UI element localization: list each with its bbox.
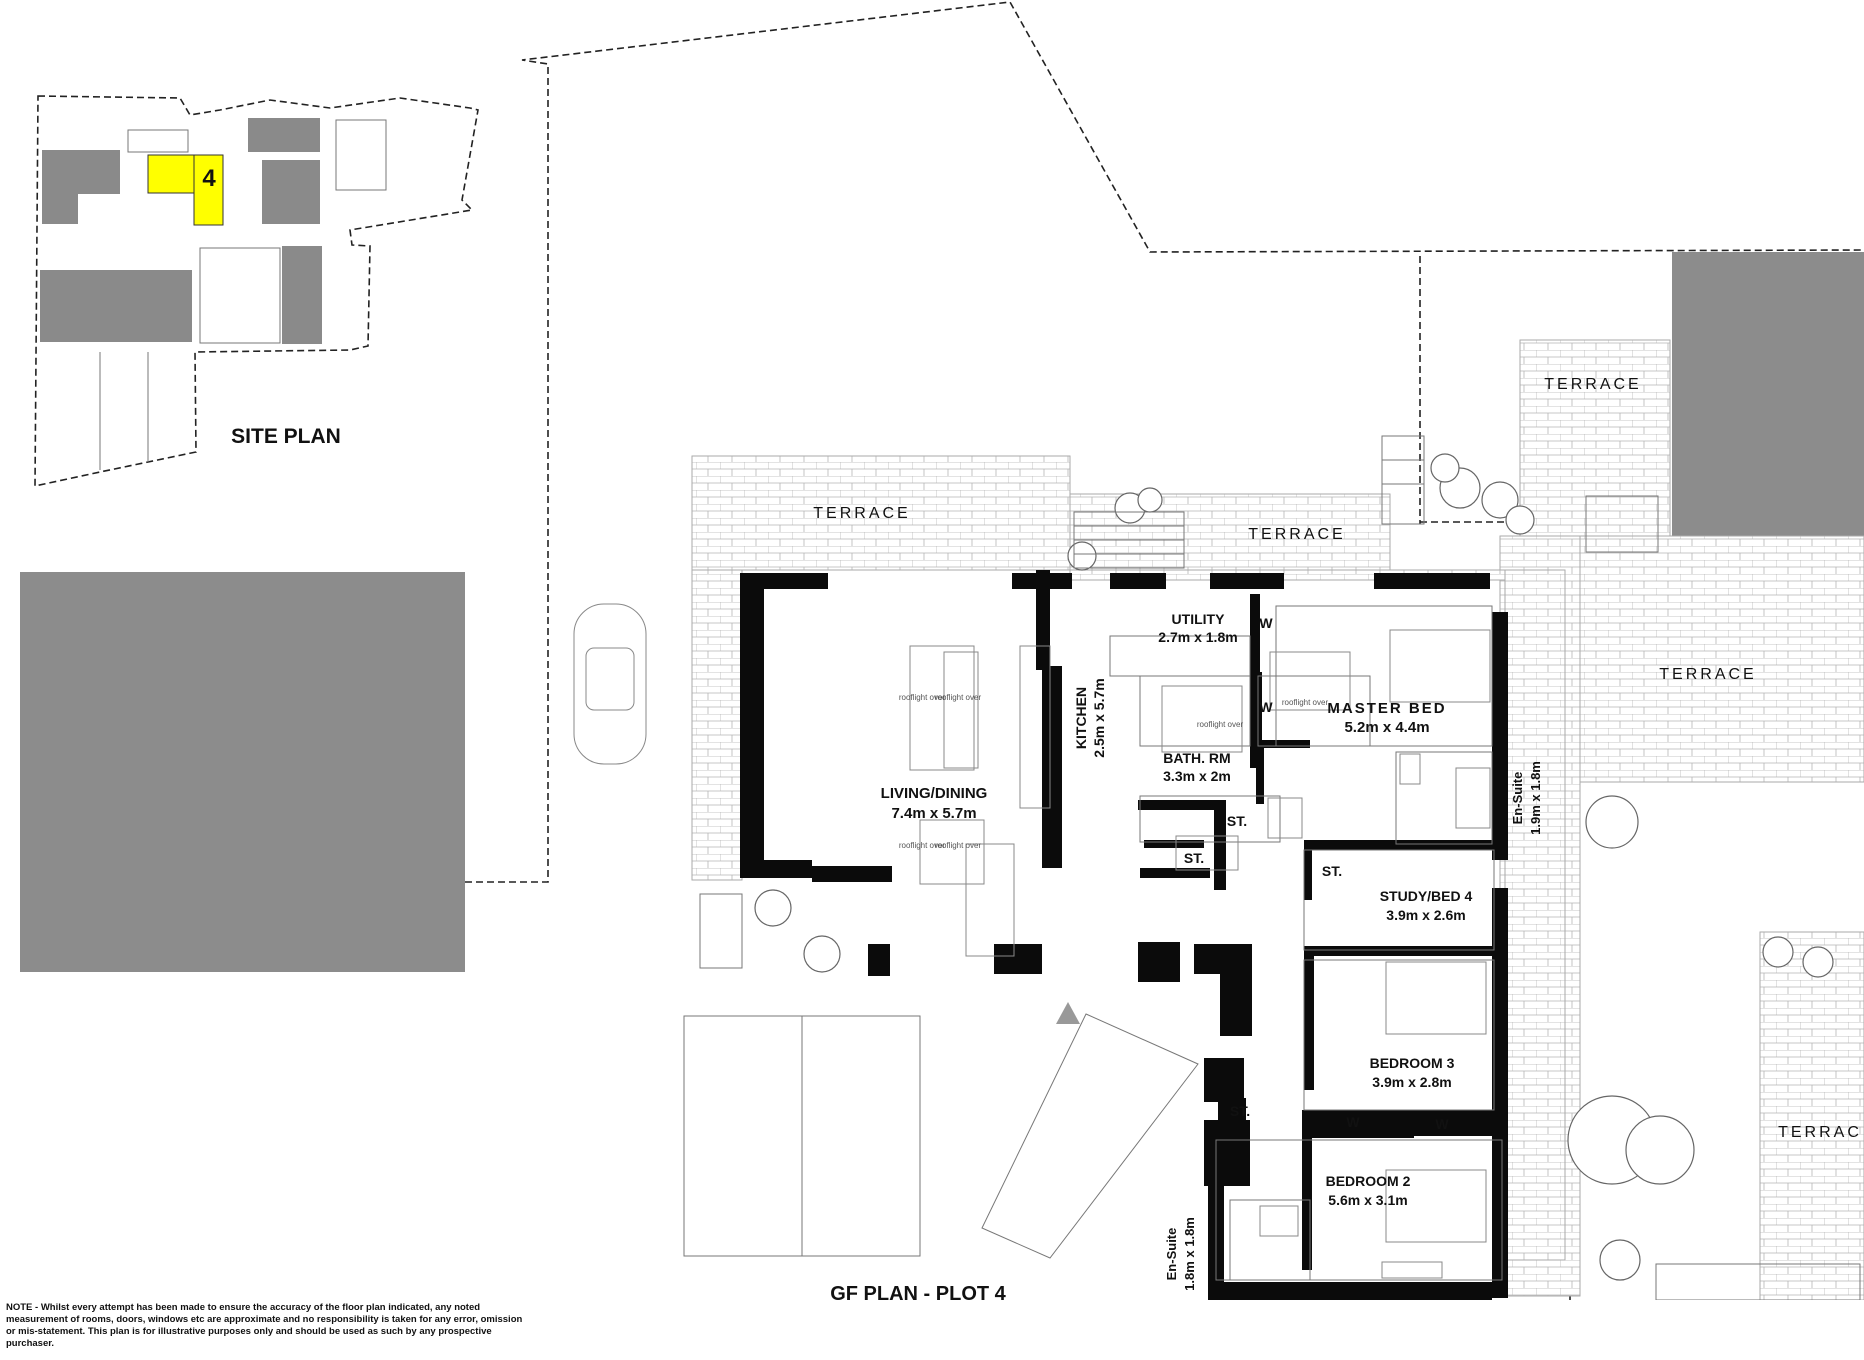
wardrobe-label: W [1259,615,1273,631]
storage-label: ST. [1322,863,1342,879]
room-size-bedroom2: 5.6m x 3.1m [1328,1192,1407,1208]
terrace-label: TERRACE [813,505,910,522]
neighbour-building [1672,252,1864,568]
site-building [42,150,120,194]
entrance-marker-icon [1056,1002,1080,1024]
furniture [909,629,1491,1279]
site-building [282,246,322,344]
plot-4-highlight [193,154,224,226]
steps [699,435,1861,1300]
site-building [42,190,78,224]
room-size-kitchen: 2.5m x 5.7m [1091,678,1107,757]
room-name-bedroom3: BEDROOM 3 [1370,1055,1455,1071]
wardrobe-label: W [1259,699,1273,715]
room-size-bedroom3: 3.9m x 2.8m [1372,1074,1451,1090]
room-name-en-suite-bed2: En-Suite [1164,1228,1179,1281]
room-size-utility: 2.7m x 1.8m [1158,629,1237,645]
room-name-utility: UTILITY [1172,611,1226,627]
room-size-living-dining: 7.4m x 5.7m [891,805,976,822]
site-building [262,160,320,224]
room-name-en-suite-master: En-Suite [1510,772,1525,825]
room-name-bathroom: BATH. RM [1163,750,1230,766]
storage-label: ST. [1227,813,1247,829]
site-building [248,118,320,152]
plot-marker: 4 [202,165,216,192]
wardrobe-label: W [1435,1116,1449,1132]
path [981,1013,1199,1259]
wardrobe-label: W [1346,1114,1360,1130]
terrace-label: TERRACE [1544,376,1641,393]
plot-boundary [465,1,1864,883]
rooflight-label: rooflight over [935,693,982,702]
room-size-en-suite-master: 1.9m x 1.8m [1528,761,1543,835]
terrace-paving [691,455,1071,571]
room-size-study-bed4: 3.9m x 2.6m [1386,907,1465,923]
room-size-en-suite-bed2: 1.8m x 1.8m [1182,1217,1197,1291]
room-size-bathroom: 3.3m x 2m [1163,768,1231,784]
rooflight-label: rooflight over [1282,698,1329,707]
site-plan [34,95,479,487]
site-building [40,270,192,342]
terrace-label: TERRAC [1778,1124,1862,1141]
floor-plan-drawing: 4 SITE PLAN [20,1,1864,1300]
terrace-label: TERRACE [1659,666,1756,683]
storage-label: ST. [1230,1103,1250,1119]
plan-title: GF PLAN - PLOT 4 [830,1283,1006,1300]
walls [740,570,1508,1300]
trees [754,453,1834,1281]
room-name-kitchen: KITCHEN [1073,687,1089,749]
room-size-master-bed: 5.2m x 4.4m [1344,719,1429,736]
storage-label: ST. [1184,850,1204,866]
neighbour-building [20,572,465,972]
terrace-label: TERRACE [1248,526,1345,543]
car-outline [573,603,647,765]
disclaimer-note: NOTE - Whilst every attempt has been mad… [6,1302,523,1349]
room-name-study-bed4: STUDY/BED 4 [1380,888,1473,904]
interior-partitions [1109,605,1503,1281]
rooflight-label: rooflight over [935,841,982,850]
rooflight-label: rooflight over [899,841,946,850]
room-name-bedroom2: BEDROOM 2 [1326,1173,1411,1189]
rooflight-label: rooflight over [1197,720,1244,729]
room-name-living-dining: LIVING/DINING [881,785,988,802]
rooflight-label: rooflight over [899,693,946,702]
room-name-master-bed: MASTER BED [1327,700,1446,717]
site-plan-title: SITE PLAN [231,425,341,448]
